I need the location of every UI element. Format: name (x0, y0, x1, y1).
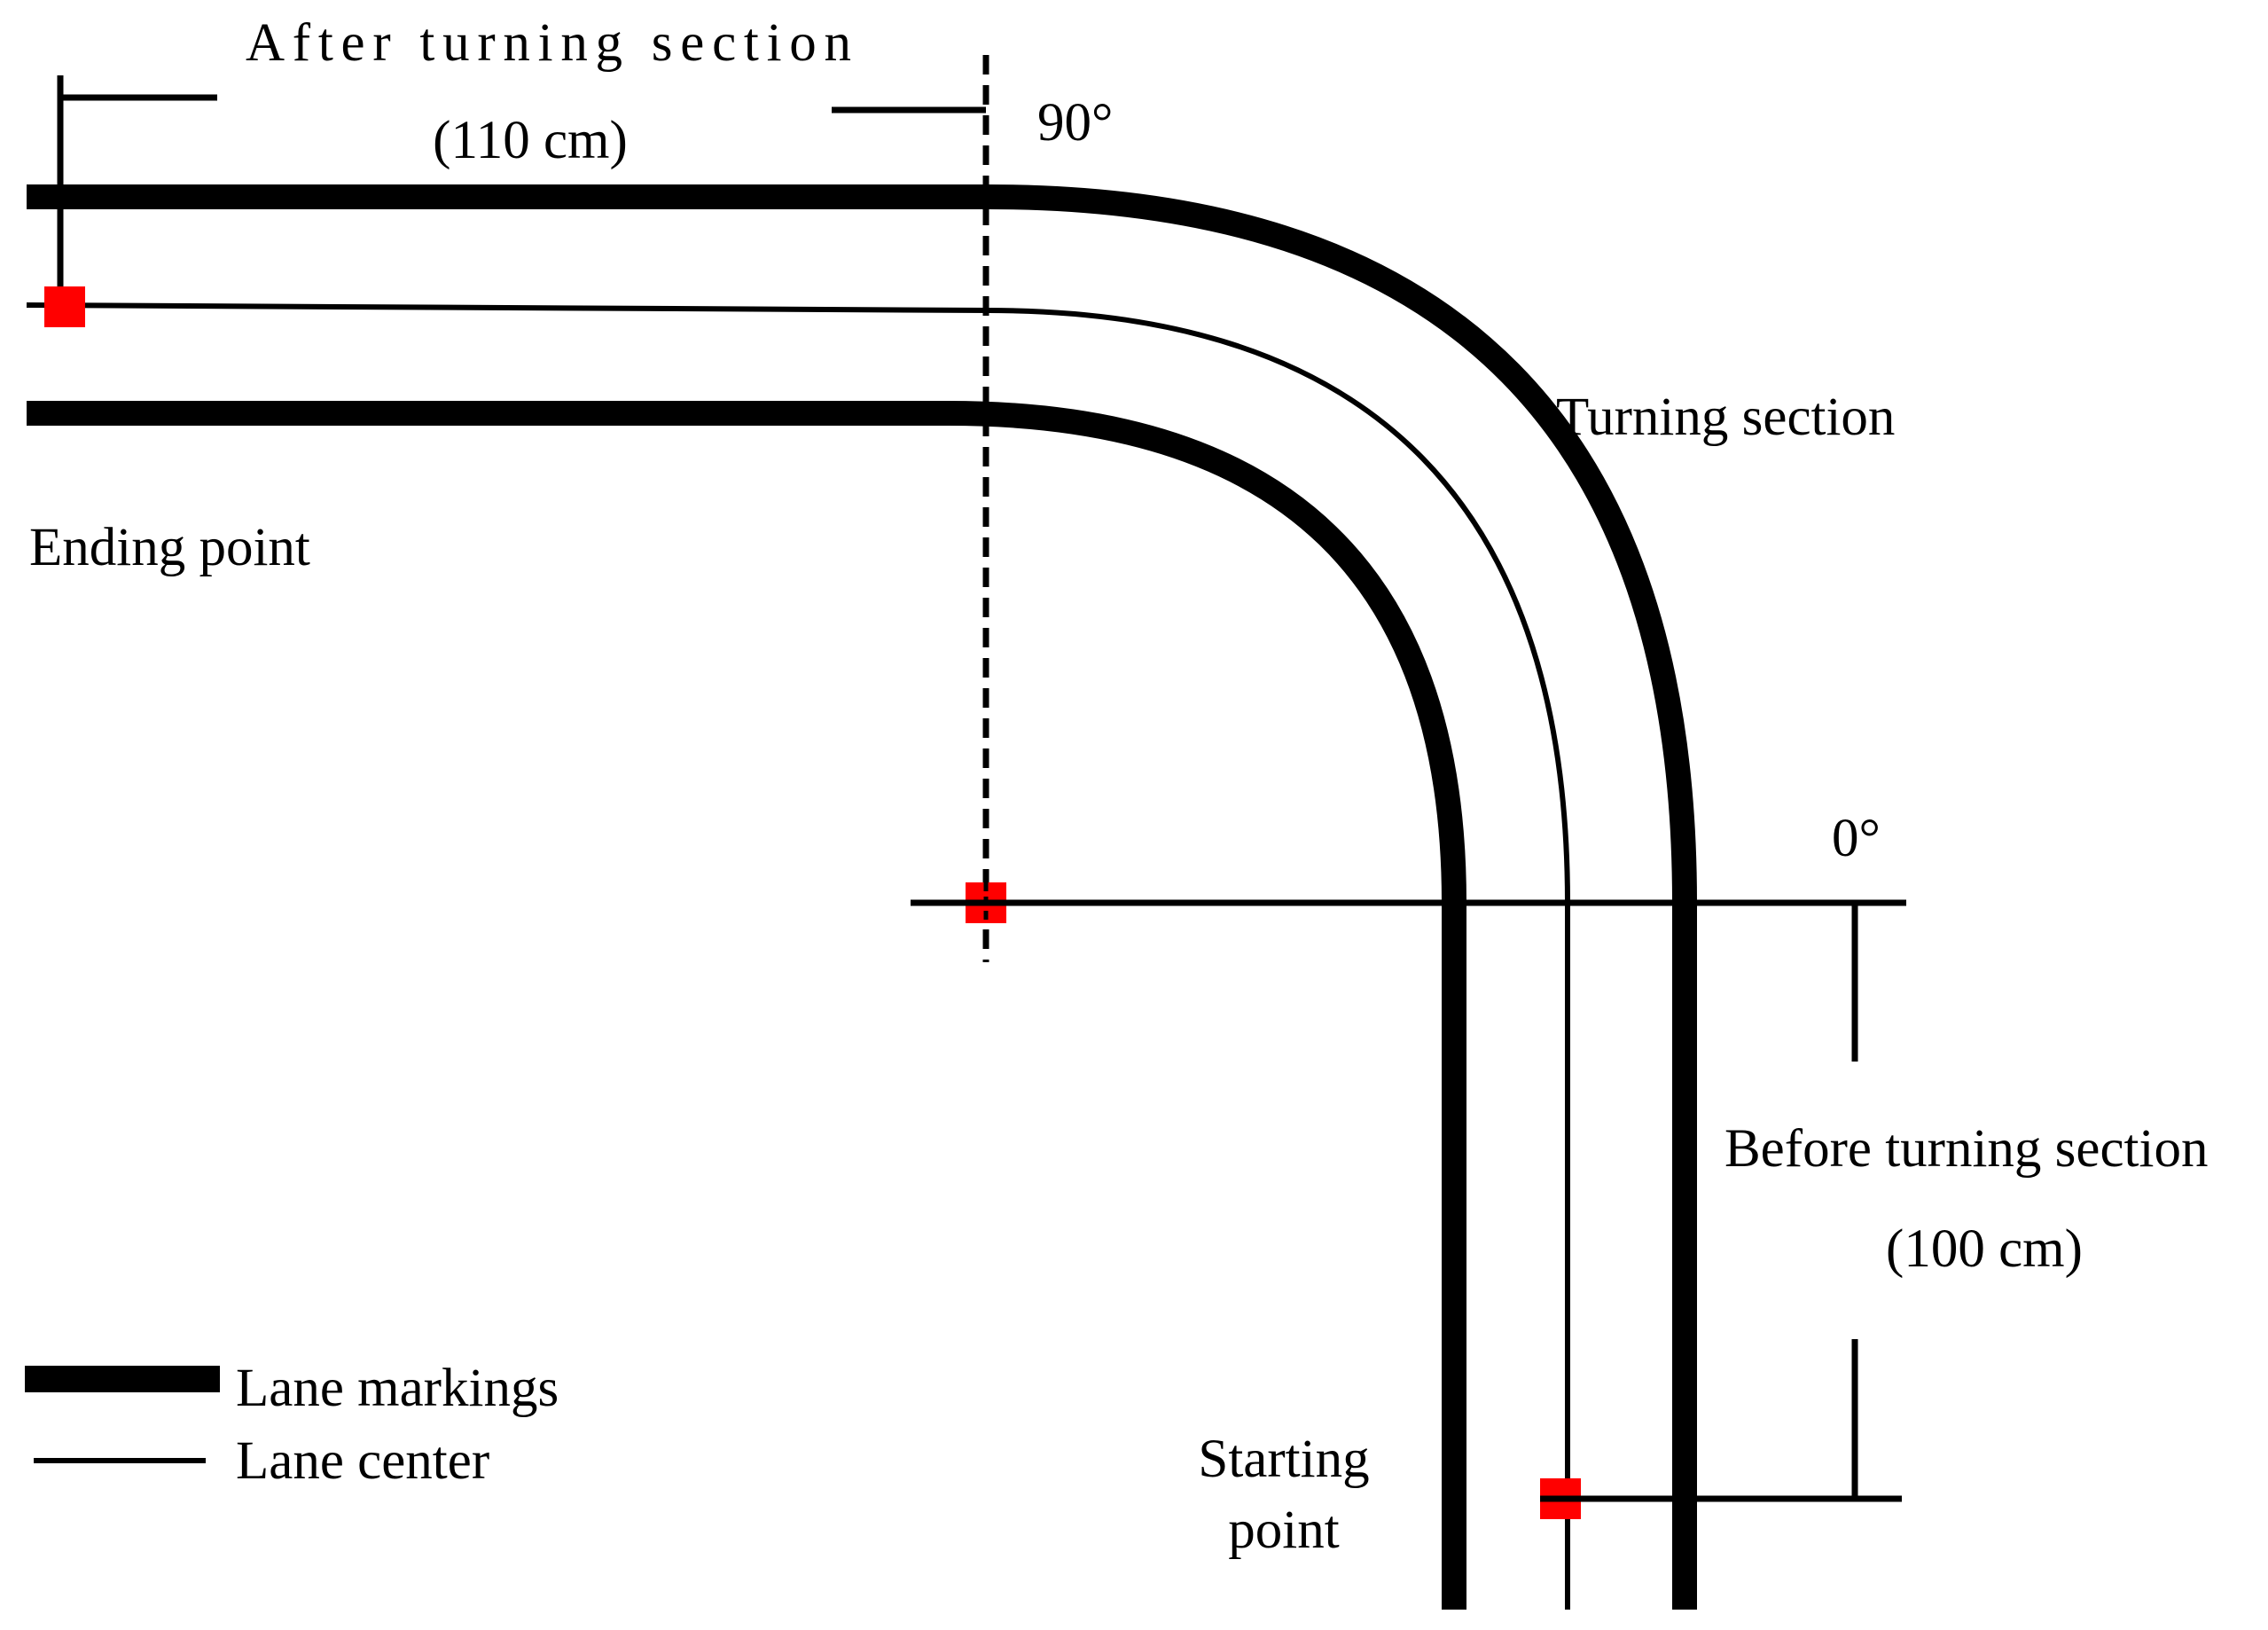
lane-marking-outer (27, 184, 1697, 1610)
lane-center-line (26, 302, 1570, 1610)
angle-0-label: 0° (1832, 809, 1881, 868)
ending-point-marker (44, 286, 85, 327)
starting-point-label-line2: point (1228, 1501, 1339, 1560)
legend: Lane markings Lane center (25, 1359, 559, 1491)
starting-point-label-line1: Starting (1198, 1430, 1369, 1489)
after-turning-length-label: (110 cm) (433, 111, 628, 170)
ending-point-label: Ending point (29, 518, 310, 577)
before-turning-length-label: (100 cm) (1886, 1219, 2083, 1279)
after-turning-label: After turning section (246, 13, 851, 73)
lane-marking-inner (27, 401, 1466, 1610)
before-turning-label: Before turning section (1724, 1119, 2208, 1179)
legend-lane-markings-label: Lane markings (236, 1359, 559, 1418)
angle-90-label: 90° (1037, 93, 1113, 153)
legend-lane-center-label: Lane center (236, 1431, 489, 1491)
turning-section-label: Turning section (1556, 388, 1895, 447)
